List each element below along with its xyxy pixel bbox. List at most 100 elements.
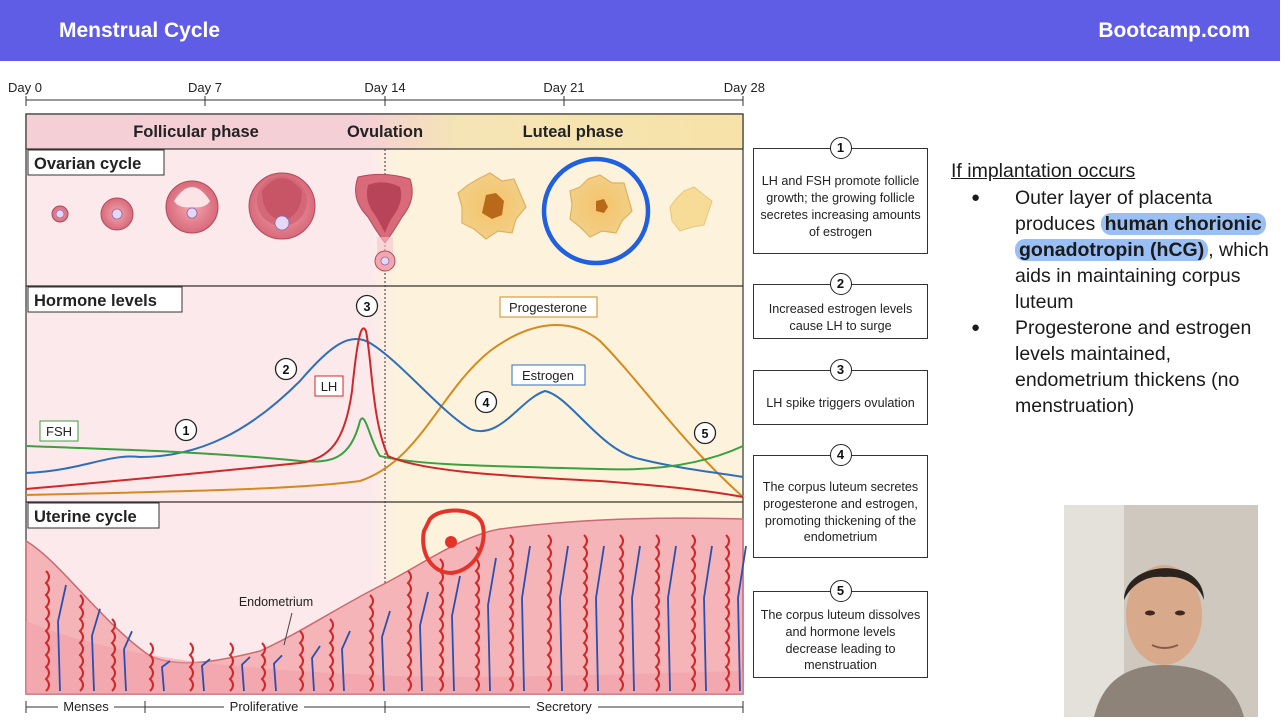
step-text-4: The corpus luteum secretes progesterone … [762, 479, 919, 545]
curve-fsh [25, 417, 744, 471]
vessel-vein-11 [451, 575, 461, 692]
day-label-0: Day 0 [8, 80, 42, 95]
follicle-primary [100, 197, 134, 231]
step-box-1: LH and FSH promote follicle growth; the … [753, 148, 928, 254]
vessel-vein-3 [161, 660, 171, 692]
step-box-4: The corpus luteum secretes progesterone … [753, 455, 928, 558]
annotation-circle-corpus-luteum [541, 156, 651, 266]
marker-4: 4 [474, 390, 498, 414]
svg-text:Hormone levels: Hormone levels [34, 292, 157, 310]
vessel-artery-16 [618, 534, 624, 692]
panel-label-hormone: Hormone levels [27, 286, 183, 313]
day-label-1: Day 7 [188, 80, 222, 95]
ovarian-follicles [51, 156, 713, 272]
svg-text:LH: LH [321, 379, 338, 394]
hormone-label-lh: LH [314, 375, 344, 397]
endometrium-label: Endometrium [239, 595, 313, 609]
curve-lh [25, 327, 744, 498]
svg-text:Uterine cycle: Uterine cycle [34, 508, 137, 526]
step-number-1: 1 [829, 137, 852, 159]
vessel-vein-16 [631, 545, 641, 692]
vessel-vein-5 [241, 656, 251, 692]
curve-progesterone [25, 324, 744, 498]
vessel-vein-9 [381, 610, 391, 692]
vessel-vein-6 [273, 654, 283, 692]
svg-text:5: 5 [702, 427, 709, 441]
vessel-artery-17 [654, 534, 660, 692]
vessel-artery-0 [44, 570, 50, 692]
vessel-artery-10 [406, 570, 412, 692]
vessel-artery-11 [438, 558, 444, 692]
hormone-label-progesterone: Progesterone [499, 296, 598, 318]
vessel-artery-12 [474, 546, 480, 692]
phase-luteal: Luteal phase [523, 123, 624, 141]
vessel-artery-7 [298, 630, 304, 692]
notes-heading: If implantation occurs [951, 160, 1136, 182]
vessel-artery-6 [260, 642, 266, 692]
vessel-artery-18 [690, 534, 696, 692]
vessel-artery-8 [328, 618, 334, 692]
vessel-vein-2 [123, 630, 133, 692]
day-label-3: Day 21 [543, 80, 584, 95]
endometrium-pointer [283, 612, 293, 646]
note-2-text: Progesterone and estrogen levels maintai… [1015, 317, 1252, 417]
step-number-2: 2 [829, 273, 852, 295]
marker-5: 5 [693, 421, 717, 445]
follicle-graafian [248, 172, 316, 240]
panel-label-ovarian: Ovarian cycle [27, 149, 165, 176]
step-text-1: LH and FSH promote follicle growth; the … [760, 174, 921, 239]
marker-1: 1 [174, 418, 198, 442]
corpus-luteum-early [457, 172, 527, 240]
vessel-artery-4 [188, 642, 194, 692]
vessel-artery-14 [546, 534, 552, 692]
corpus-luteum [569, 174, 633, 238]
presenter-avatar [1064, 505, 1258, 717]
vessel-vein-12 [487, 557, 497, 692]
vessel-vein-14 [559, 545, 569, 692]
uterine-phase-secretory: Secretory [536, 699, 592, 714]
vessel-artery-9 [368, 594, 374, 692]
step-text-3: LH spike triggers ovulation [766, 396, 915, 411]
marker-2: 2 [274, 357, 298, 381]
page-title: Menstrual Cycle [59, 19, 221, 42]
step-text-2: Increased estrogen levels cause LH to su… [768, 301, 913, 333]
vessel-vein-15 [595, 545, 605, 692]
follicle-primordial [51, 205, 69, 223]
vessel-vein-19 [737, 545, 747, 692]
svg-text:3: 3 [364, 300, 371, 314]
vessel-vein-1 [91, 608, 101, 692]
vessel-vein-10 [419, 591, 429, 692]
header-bar: Menstrual Cycle Bootcamp.com [0, 0, 1280, 61]
svg-text:Ovarian cycle: Ovarian cycle [34, 155, 141, 173]
vessel-artery-15 [582, 534, 588, 692]
brand-logo: Bootcamp.com [1098, 19, 1250, 42]
endometrium [25, 517, 747, 695]
vessel-vein-17 [667, 545, 677, 692]
marker-3: 3 [355, 294, 379, 318]
vessel-artery-19 [724, 534, 730, 692]
annotation-implantation [421, 508, 486, 576]
vessel-artery-1 [78, 594, 84, 692]
vessel-artery-3 [148, 642, 154, 692]
step-box-2: Increased estrogen levels cause LH to su… [753, 284, 928, 339]
svg-text:Estrogen: Estrogen [522, 368, 574, 383]
svg-text:4: 4 [483, 396, 490, 410]
hormone-curves [25, 324, 744, 498]
vessel-vein-7 [311, 645, 321, 692]
note-bullet-2: Progesterone and estrogen levels maintai… [951, 315, 1281, 419]
vessel-vein-4 [201, 658, 211, 692]
uterine-phase-bar: Menses Proliferative Secretory [25, 698, 744, 716]
curve-estrogen [25, 337, 744, 478]
vessel-artery-5 [228, 642, 234, 692]
step-number-3: 3 [829, 359, 852, 381]
step-text-5: The corpus luteum dissolves and hormone … [760, 607, 921, 673]
vessel-vein-8 [341, 630, 351, 692]
svg-text:FSH: FSH [46, 424, 72, 439]
note-1-text: Outer layer of placenta produces [1015, 187, 1213, 235]
vessel-vein-13 [521, 545, 531, 692]
presenter-webcam [1064, 505, 1258, 717]
phase-follicular: Follicular phase [133, 123, 259, 141]
phase-bar [25, 113, 744, 150]
